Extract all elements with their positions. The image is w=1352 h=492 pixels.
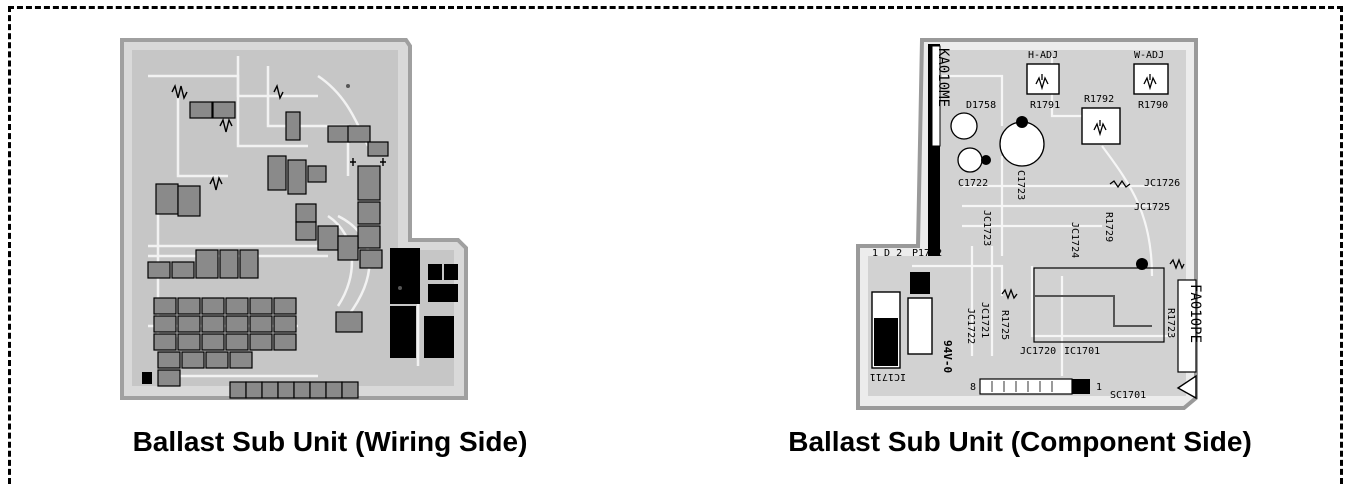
label-jc1724: JC1724 [1069, 222, 1080, 258]
label-r1790: R1790 [1138, 100, 1168, 111]
wiring-side-board [120, 38, 468, 400]
label-jc1723: JC1723 [981, 210, 992, 246]
label-p1702-pins: 1 D 2 [872, 248, 902, 259]
label-rating: 94V-0 [941, 340, 954, 373]
label-r1791: R1791 [1030, 100, 1060, 111]
label-w-adj: W-ADJ [1134, 50, 1164, 61]
label-d1758: D1758 [966, 100, 996, 111]
label-p1702: P1702 [912, 248, 942, 259]
label-sc-pin8: 8 [970, 382, 976, 393]
label-board-id-right: FA010PE [1187, 284, 1202, 343]
dashed-frame [8, 6, 1343, 484]
label-sc-pin1: 1 [1096, 382, 1102, 393]
label-c1723: C1723 [1015, 170, 1026, 200]
label-c1722: C1722 [958, 178, 988, 189]
caption-component-side: Ballast Sub Unit (Component Side) [788, 426, 1252, 457]
label-sc1701: SC1701 [1110, 390, 1146, 401]
label-jc1720: JC1720 [1020, 346, 1056, 357]
label-r1792: R1792 [1084, 94, 1114, 105]
label-ic1701: IC1701 [1064, 346, 1100, 357]
label-r1729: R1729 [1103, 212, 1114, 242]
label-h-adj: H-ADJ [1028, 50, 1058, 61]
label-jc1721: JC1721 [979, 302, 990, 338]
label-board-id-top: KA010ME [935, 48, 951, 107]
label-jc1722: JC1722 [965, 308, 976, 344]
label-ic1711: IC1711 [870, 371, 906, 382]
label-jc1725: JC1725 [1134, 202, 1170, 213]
caption-wiring-side: Ballast Sub Unit (Wiring Side) [132, 426, 528, 457]
component-side-board: KA010ME FA010PE H-ADJ W-ADJ R1791 R1792 … [856, 38, 1202, 410]
label-r1725: R1725 [999, 310, 1010, 340]
label-r1723: R1723 [1165, 308, 1176, 338]
label-jc1726: JC1726 [1144, 178, 1180, 189]
